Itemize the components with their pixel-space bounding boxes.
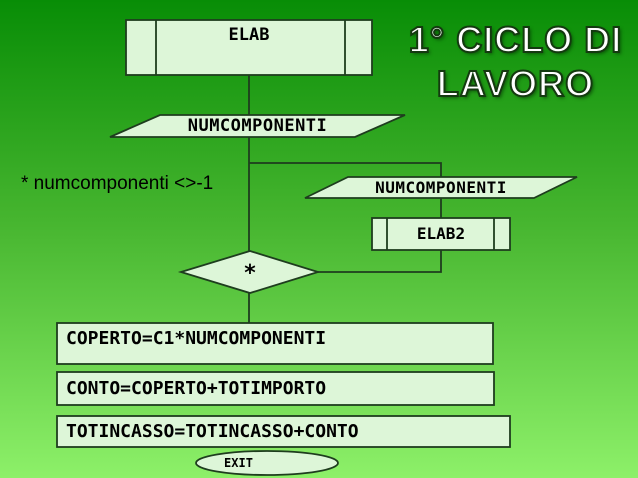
process2-rectangle bbox=[56, 371, 495, 406]
process2-rectangle-label: CONTO=COPERTO+TOTIMPORTO bbox=[66, 378, 327, 399]
exit-ellipse-label: EXIT bbox=[224, 456, 253, 470]
slide-title-line2: LAVORO bbox=[436, 62, 595, 105]
input1-parallelogram-label: NUMCOMPONENTI bbox=[187, 116, 328, 136]
exit-terminator-ellipse bbox=[195, 450, 339, 476]
loop-condition-note: * numcomponenti <>-1 bbox=[21, 173, 214, 194]
elab2-box-label: ELAB2 bbox=[416, 223, 466, 243]
elab2-predefined-process-box bbox=[371, 217, 511, 251]
process3-rectangle bbox=[56, 415, 511, 448]
decision-diamond bbox=[177, 250, 322, 294]
process3-rectangle-label: TOTINCASSO=TOTINCASSO+CONTO bbox=[66, 421, 359, 442]
decision-diamond-label: * bbox=[243, 260, 257, 286]
input2-parallelogram bbox=[304, 176, 578, 199]
slide-title-line1: 1° CICLO DI bbox=[408, 18, 623, 61]
input1-parallelogram bbox=[109, 114, 406, 138]
elab-box-label: ELAB bbox=[228, 25, 270, 45]
process1-rectangle-label: COPERTO=C1*NUMCOMPONENTI bbox=[66, 327, 327, 349]
slide-title: 1° CICLO DI LAVORO bbox=[393, 18, 638, 106]
process1-rectangle bbox=[56, 322, 494, 365]
connector-branch-to-input2 bbox=[249, 162, 442, 177]
connector-elab2-to-decision bbox=[318, 250, 442, 273]
elab-predefined-process-box bbox=[125, 19, 373, 76]
input2-parallelogram-label: NUMCOMPONENTI bbox=[375, 178, 507, 197]
